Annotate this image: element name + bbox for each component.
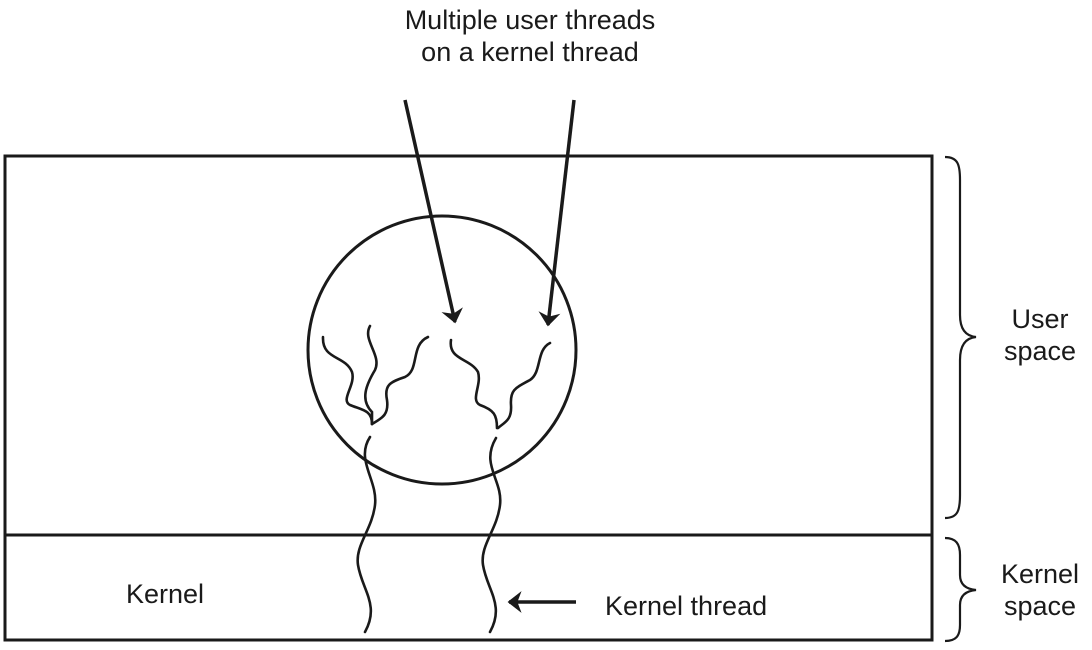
user-thread-1 bbox=[321, 335, 374, 426]
kernel-thread-2 bbox=[481, 436, 502, 634]
user-space-label: User space bbox=[988, 303, 1092, 367]
user-thread-4 bbox=[449, 338, 499, 430]
user-thread-5 bbox=[496, 341, 552, 430]
annotation-arrow-right bbox=[538, 99, 576, 327]
kernel-space-brace bbox=[944, 536, 977, 643]
kernel-thread-label: Kernel thread bbox=[605, 591, 768, 621]
process-circle bbox=[306, 214, 578, 486]
annotation-arrow-left bbox=[403, 99, 463, 324]
kernel-label: Kernel bbox=[126, 579, 205, 609]
kernel-space-line-2: space bbox=[1003, 591, 1077, 621]
user-space-brace bbox=[944, 155, 977, 520]
title-line-2: on a kernel thread bbox=[421, 37, 639, 67]
title-annotation: Multiple user threads on a kernel thread bbox=[380, 4, 680, 68]
user-space-line-2: space bbox=[1003, 336, 1077, 366]
address-space-box bbox=[3, 154, 934, 642]
kernel-thread-1 bbox=[356, 435, 377, 634]
kernel-space-line-1: Kernel bbox=[1000, 559, 1080, 589]
user-thread-2 bbox=[364, 324, 378, 426]
user-space-line-1: User bbox=[1011, 304, 1069, 334]
title-line-1: Multiple user threads bbox=[404, 5, 656, 35]
kernel-space-label: Kernel space bbox=[988, 558, 1092, 622]
user-thread-3 bbox=[370, 335, 430, 426]
